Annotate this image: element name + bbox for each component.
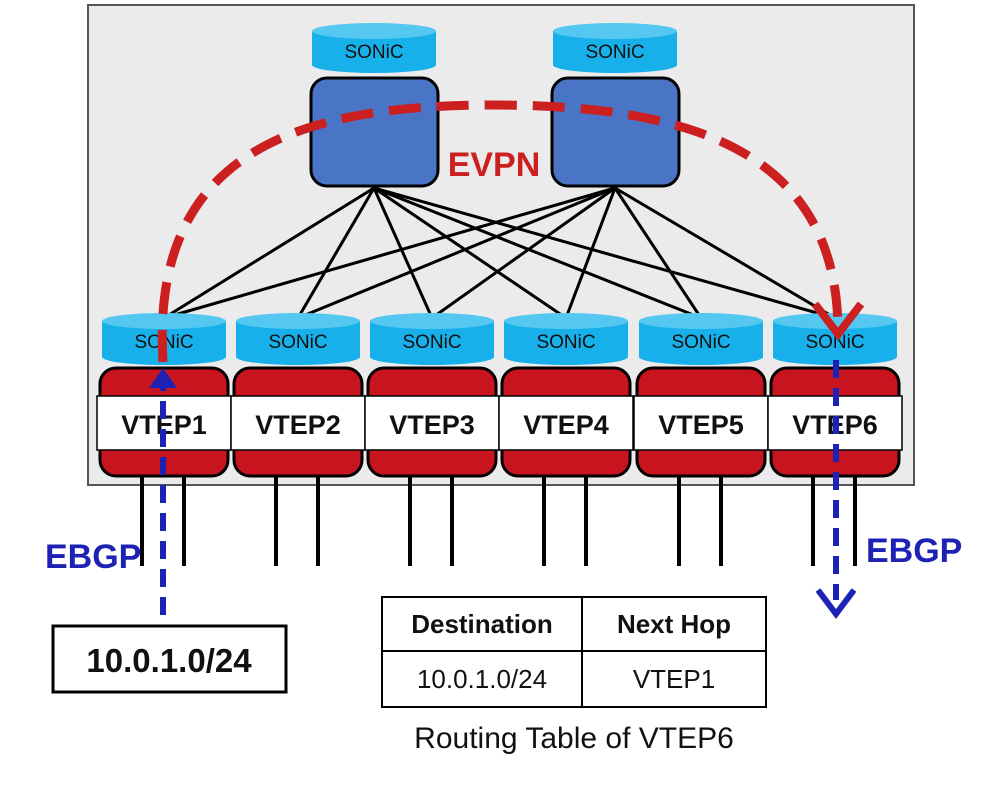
fabric-link	[372, 187, 434, 319]
header-next-hop: Next Hop	[581, 596, 767, 652]
fabric-link	[163, 186, 375, 320]
table-row: 10.0.1.0/24 VTEP1	[381, 650, 767, 708]
sonic-disk: SONiC	[773, 313, 897, 365]
fabric-link	[297, 186, 616, 320]
vtep-band	[633, 395, 769, 451]
sonic-disk: SONiC	[236, 313, 360, 365]
fabric-link	[163, 186, 616, 320]
spine-chassis	[309, 76, 440, 188]
prefix-box	[51, 624, 288, 694]
sonic-disk: SONiC	[639, 313, 763, 365]
evpn-label: EVPN	[448, 146, 541, 184]
leaf-switch-2: VTEP2 SONiC	[230, 313, 366, 478]
spine-switch-2: SONiC	[550, 23, 681, 188]
fabric-link	[296, 187, 376, 319]
leaf-os-label: SONiC	[536, 332, 595, 353]
fabric-link	[373, 186, 702, 320]
vtep-label: VTEP4	[523, 410, 609, 440]
ebgp-right-arrow-head	[815, 588, 857, 619]
vtep-label: VTEP5	[658, 410, 744, 440]
sonic-disk: SONiC	[504, 313, 628, 365]
leaf-os-label: SONiC	[268, 332, 327, 353]
leaf-switch-5: VTEP5 SONiC	[633, 313, 769, 478]
fabric-link	[373, 186, 836, 320]
routing-table: Destination Next Hop 10.0.1.0/24 VTEP1	[381, 596, 767, 708]
fabric-link	[431, 186, 616, 320]
spine-os-label: SONiC	[344, 42, 403, 63]
leaf-os-label: SONiC	[671, 332, 730, 353]
sonic-disk: SONiC	[553, 23, 677, 73]
vtep-band	[498, 395, 634, 451]
fabric-links	[163, 186, 836, 320]
leaf-switch-3: VTEP3 SONiC	[364, 313, 500, 478]
spine-os-label: SONiC	[585, 42, 644, 63]
vtep-label: VTEP3	[389, 410, 475, 440]
ebgp-left-arrow-head	[149, 368, 177, 388]
server-links	[140, 470, 857, 566]
routing-table-caption: Routing Table of VTEP6	[414, 722, 734, 755]
leaf-switch-4: VTEP4 SONiC	[498, 313, 634, 478]
leaf-os-label: SONiC	[402, 332, 461, 353]
header-destination: Destination	[381, 596, 583, 652]
prefix-text: 10.0.1.0/24	[86, 642, 252, 679]
evpn-overlay-arc	[157, 100, 843, 363]
fabric-link	[373, 186, 567, 320]
leaf-os-label: SONiC	[805, 332, 864, 353]
fabric-link	[564, 187, 617, 319]
fabric-link	[614, 186, 836, 320]
routing-table-header: Destination Next Hop	[381, 596, 767, 652]
sonic-disk: SONiC	[370, 313, 494, 365]
cell-destination: 10.0.1.0/24	[381, 650, 583, 708]
ebgp-left-label: EBGP	[45, 538, 141, 576]
evpn-arrow-head	[811, 301, 865, 341]
cell-next-hop: VTEP1	[581, 650, 767, 708]
vtep-band	[230, 395, 366, 451]
fabric-link	[613, 187, 703, 319]
sonic-disk: SONiC	[312, 23, 436, 73]
spine-chassis	[550, 76, 681, 188]
ebgp-right-label: EBGP	[866, 532, 962, 570]
vtep-label: VTEP2	[255, 410, 341, 440]
